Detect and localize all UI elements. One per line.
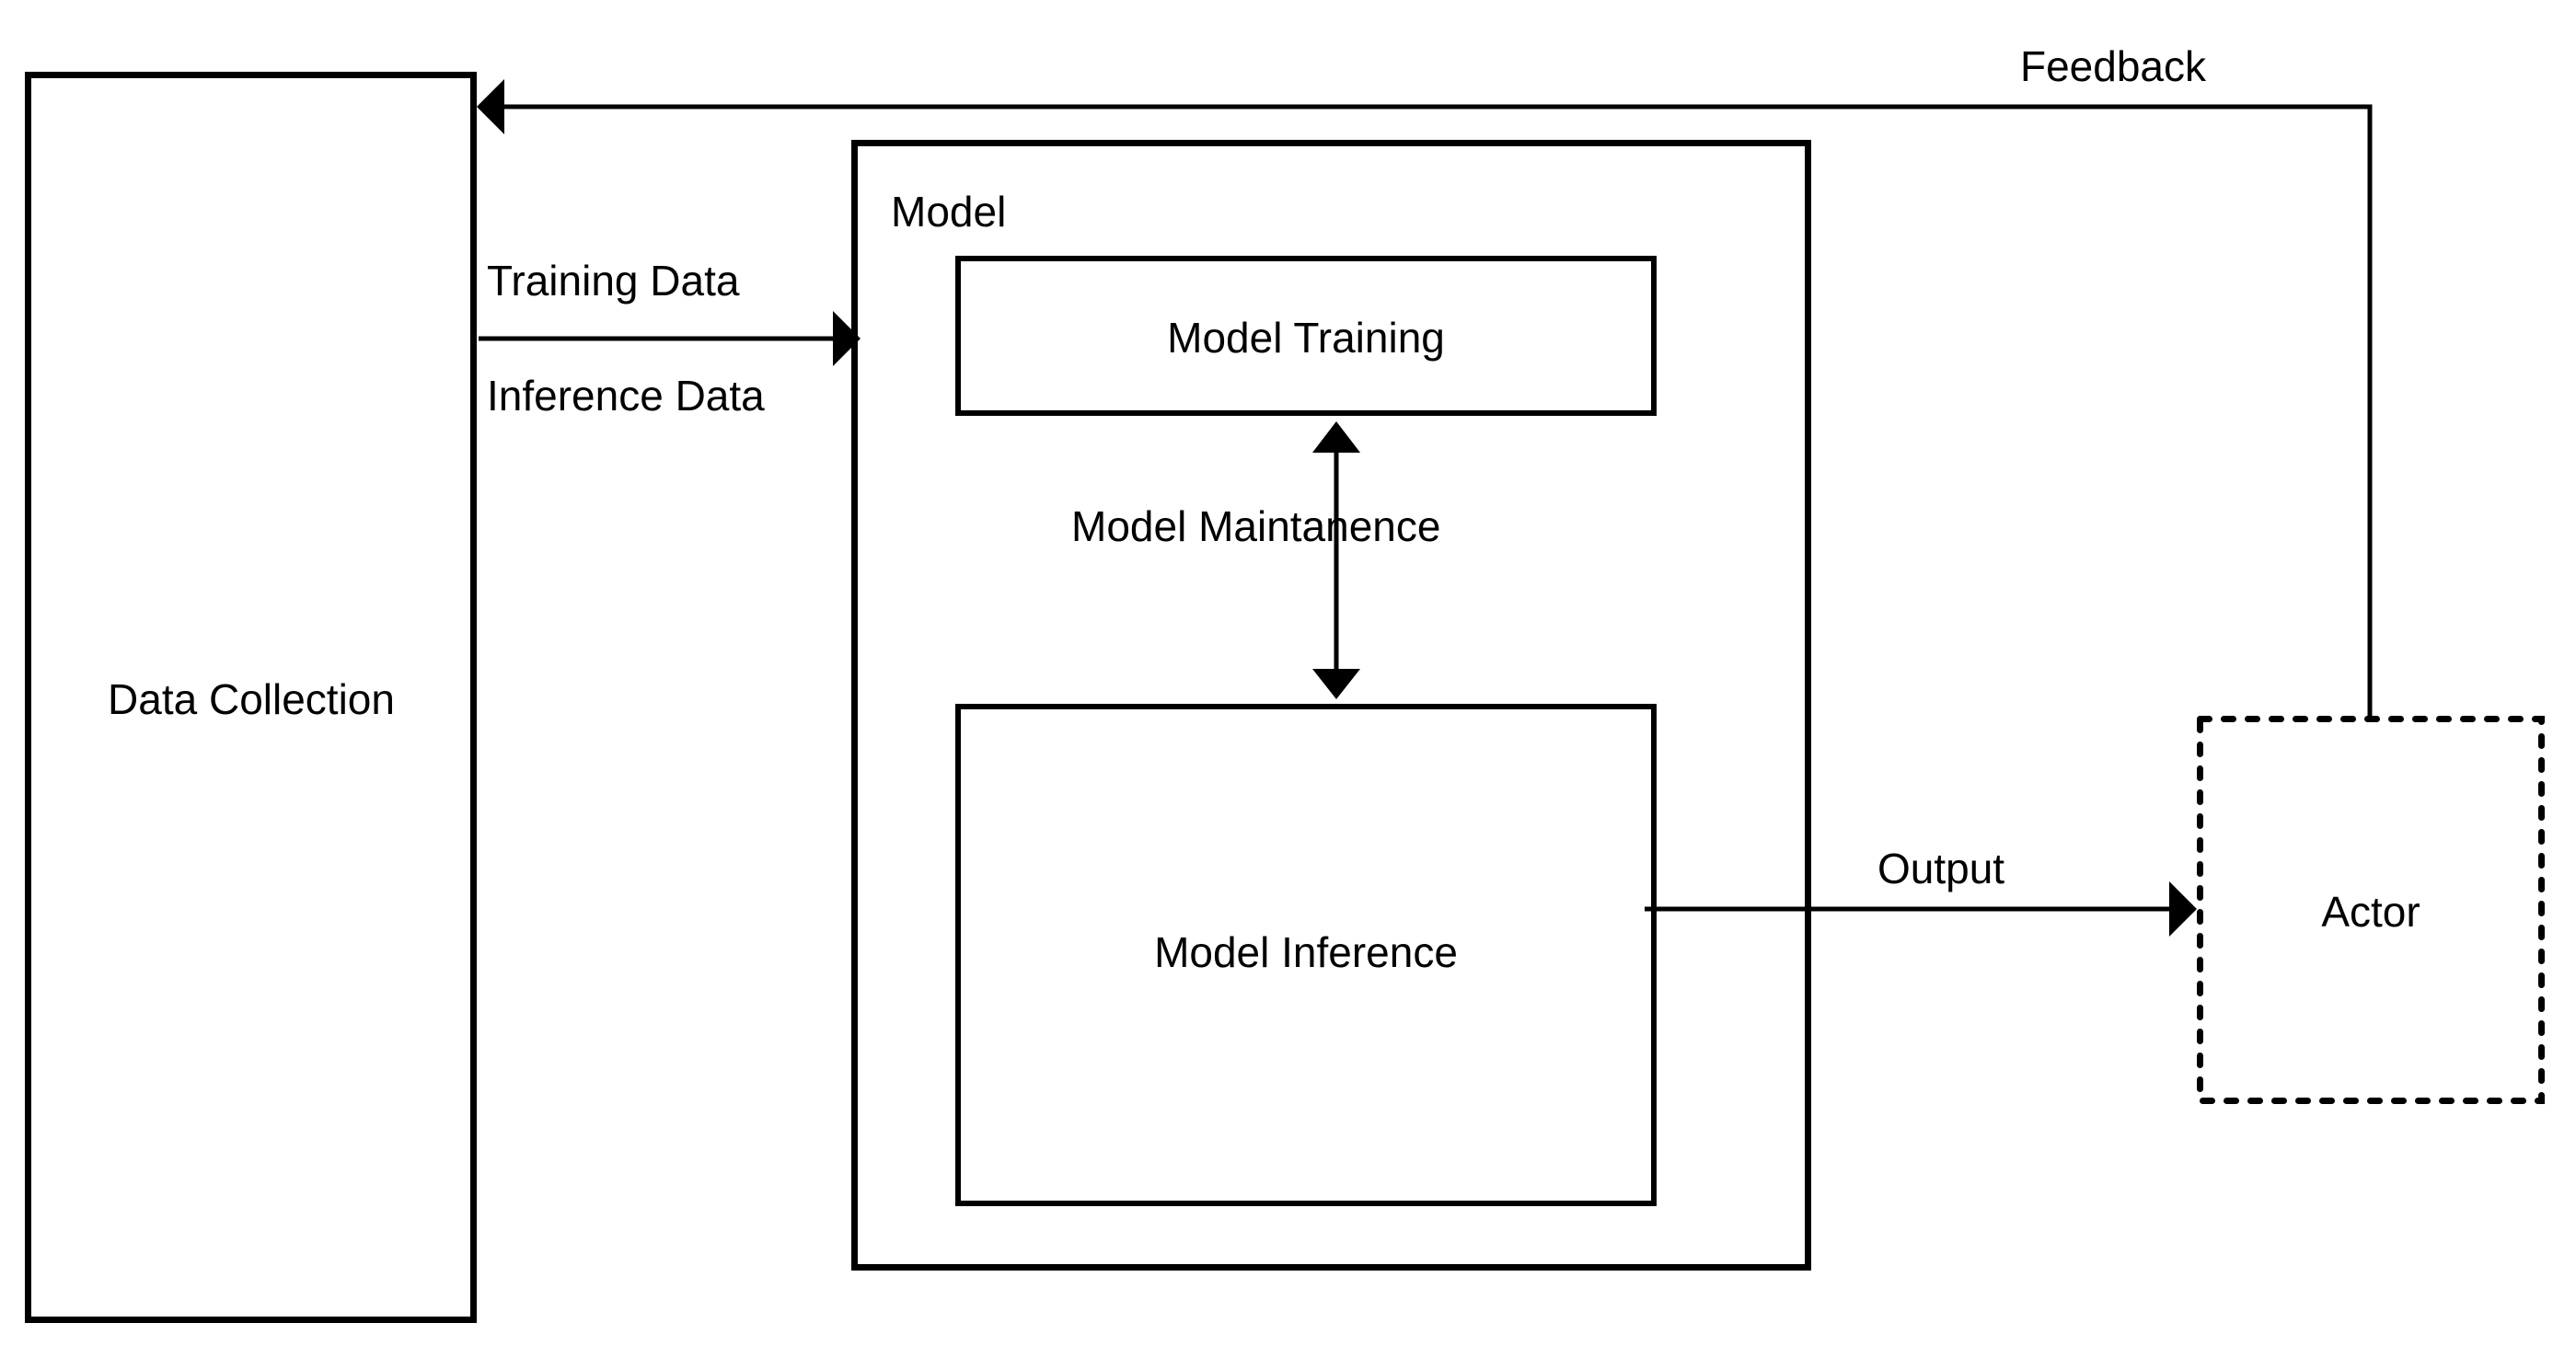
arrowhead-training-data [833, 311, 861, 366]
edge-label-model-maintanence: Model Maintanence [1071, 501, 1441, 550]
edge-label-output: Output [1877, 844, 2005, 892]
arrowhead-maintanence-up [1312, 421, 1360, 453]
node-label-data-collection: Data Collection [108, 674, 395, 723]
edge-training-data [479, 311, 861, 366]
edge-label-feedback: Feedback [2020, 41, 2207, 90]
node-box-model-container[interactable] [851, 140, 1811, 1271]
edge-feedback [477, 79, 2373, 716]
node-box-model-training[interactable] [955, 256, 1657, 416]
node-label-actor: Actor [2321, 887, 2420, 936]
edge-label-training-data: Training Data [487, 256, 740, 305]
arrowhead-feedback [477, 79, 504, 134]
node-box-model-inference[interactable] [955, 704, 1657, 1206]
arrowhead-output [2169, 881, 2197, 937]
node-box-actor[interactable] [2197, 716, 2545, 1104]
node-box-data-collection[interactable] [25, 72, 477, 1323]
node-label-model-inference: Model Inference [1154, 927, 1458, 976]
edge-label-inference-data: Inference Data [487, 371, 765, 420]
node-label-model-training: Model Training [1167, 313, 1445, 362]
arrowhead-maintanence-down [1312, 669, 1360, 699]
node-label-model-container: Model [891, 187, 1007, 236]
edge-model-maintanence [1312, 421, 1360, 699]
edge-output [1645, 881, 2197, 937]
